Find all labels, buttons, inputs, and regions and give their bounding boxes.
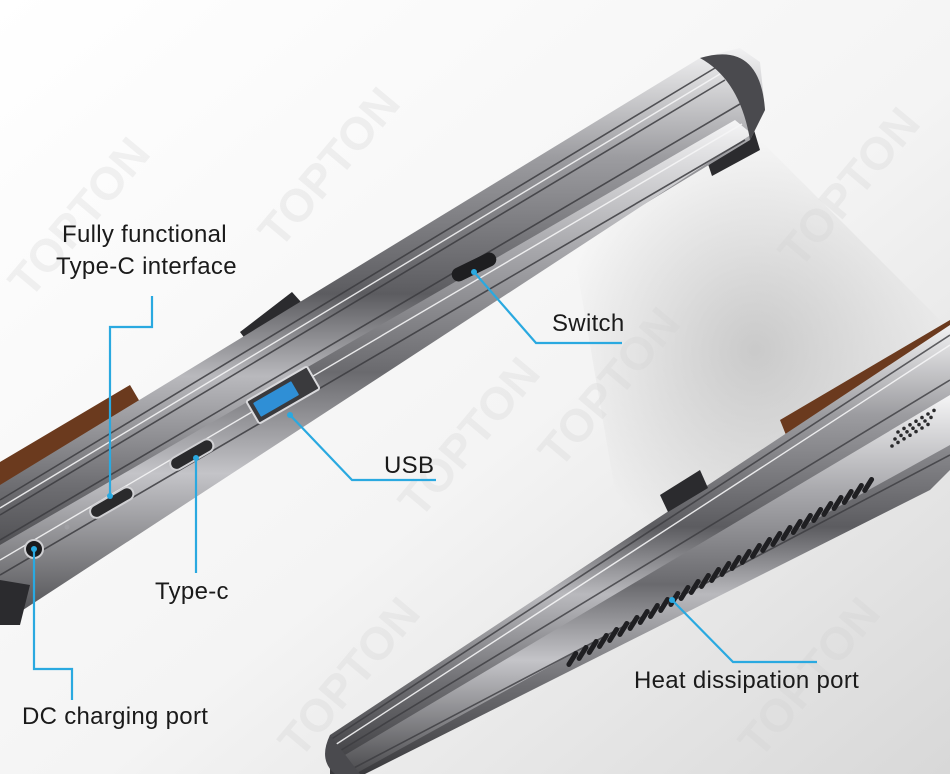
vent-slot <box>852 482 864 499</box>
hinge-foot-lower <box>660 470 708 512</box>
speaker-dot <box>932 408 936 413</box>
chassis-grooves <box>0 67 746 576</box>
speaker-dot <box>896 440 900 445</box>
end-bumper <box>0 580 30 625</box>
vent-slot <box>719 560 732 577</box>
switch-button <box>451 252 497 282</box>
speaker-dot <box>929 415 933 420</box>
speaker-dot <box>902 426 906 431</box>
upper-device-body <box>0 48 765 625</box>
vent-slot <box>648 602 660 619</box>
heat-vent-grille <box>566 476 875 667</box>
label-dc-charging-port: DC charging port <box>22 703 209 730</box>
lower-highlights <box>334 344 950 746</box>
vent-slot <box>801 512 813 529</box>
label-heat-dissipation-port: Heat dissipation port <box>634 667 860 694</box>
vent-slot <box>566 650 579 667</box>
speaker-dot <box>920 426 924 430</box>
speaker-dot <box>908 433 912 438</box>
speaker-dot <box>914 429 918 434</box>
lower-chassis-edge <box>345 395 950 774</box>
vent-slot <box>617 620 630 637</box>
vent-slot <box>831 494 844 511</box>
indicator-led <box>64 524 70 530</box>
speaker-dot <box>905 430 909 434</box>
speaker-dots <box>890 408 936 448</box>
vent-slot <box>637 608 650 625</box>
speaker-dot <box>899 433 903 438</box>
speaker-dot <box>926 412 930 416</box>
vent-slot <box>678 584 691 601</box>
label-type-c-interface-line2: Type-C interface <box>56 253 237 280</box>
vent-slot <box>862 476 875 493</box>
vent-slot <box>780 524 793 541</box>
speaker-dot <box>911 426 915 431</box>
leader-usb <box>289 414 436 482</box>
lower-grooves <box>329 334 950 771</box>
vent-slot <box>699 572 711 589</box>
vent-slot <box>709 566 722 583</box>
label-switch: Switch <box>552 310 625 337</box>
label-type-c-interface: Fully functional Type-C interface <box>56 219 237 283</box>
vent-slot <box>597 632 609 649</box>
speaker-dot <box>896 430 900 434</box>
vent-slot <box>811 506 824 523</box>
label-type-c-interface-line1: Fully functional <box>62 221 227 248</box>
leader-typec-full <box>108 296 154 496</box>
leader-heat <box>671 599 817 664</box>
leader-switch <box>473 271 622 345</box>
vent-slot <box>821 500 834 517</box>
leader-dc <box>32 549 74 700</box>
vent-slot <box>607 626 620 643</box>
hinge-end-cap <box>700 54 765 141</box>
vent-slot <box>586 638 599 655</box>
speaker-dot <box>908 423 912 427</box>
vent-slot <box>770 530 783 547</box>
speaker-dot <box>890 444 894 448</box>
vent-slot <box>627 614 640 631</box>
speaker-dot <box>914 419 918 424</box>
vent-slot <box>790 518 803 535</box>
vent-slot <box>760 536 773 553</box>
vent-slot <box>841 488 854 505</box>
leader-lines <box>32 271 817 700</box>
speaker-dot <box>926 422 930 427</box>
usb-port <box>245 365 321 425</box>
vent-slot <box>688 578 701 595</box>
vent-slot <box>739 548 752 565</box>
label-type-c: Type-c <box>155 578 229 605</box>
lower-device-body <box>325 320 950 774</box>
speaker-dot <box>917 422 921 427</box>
vent-slot <box>729 554 742 571</box>
lower-end-cap <box>325 735 360 774</box>
vent-slot <box>576 644 589 661</box>
leader-dots <box>31 269 675 603</box>
vent-slot <box>750 542 762 559</box>
speaker-dot <box>920 415 924 420</box>
speaker-dot <box>893 437 897 441</box>
speaker-dot <box>923 419 927 423</box>
speaker-dot <box>902 437 906 441</box>
label-usb: USB <box>384 452 435 479</box>
vent-slot <box>658 596 671 613</box>
